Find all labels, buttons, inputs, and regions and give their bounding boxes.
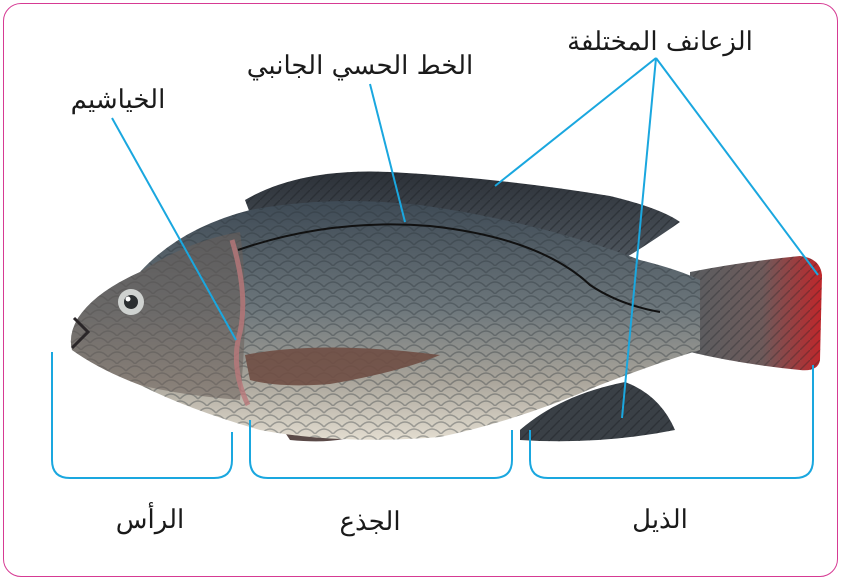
gills-label: الخياشيم xyxy=(71,85,166,115)
fins-pointer-tail xyxy=(656,58,818,275)
fins-pointer-dorsal xyxy=(495,58,656,186)
fish-illustration xyxy=(71,172,822,442)
fins-label: الزعانف المختلفة xyxy=(567,27,753,57)
lateral-line-label: الخط الحسي الجانبي xyxy=(247,51,474,81)
trunk-label: الجذع xyxy=(339,507,400,537)
head-label: الرأس xyxy=(116,501,184,535)
tail-label: الذيل xyxy=(632,505,688,535)
